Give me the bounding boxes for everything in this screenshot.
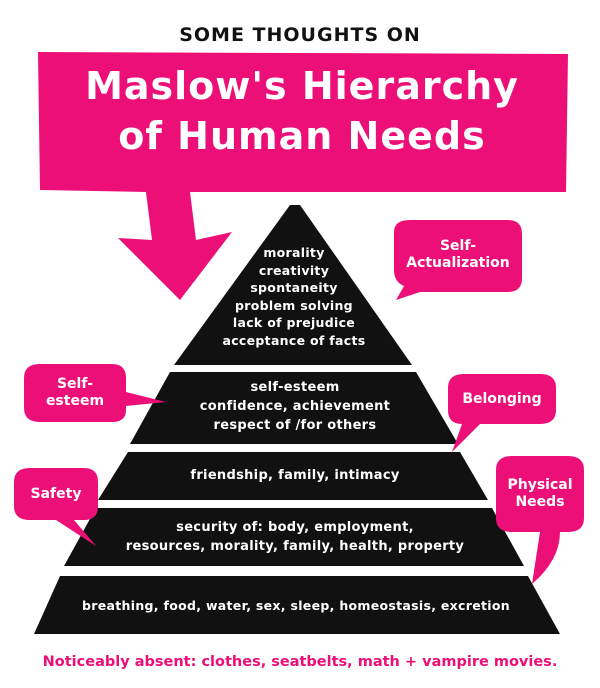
footer-note: Noticeably absent: clothes, seatbelts, m… xyxy=(42,654,558,670)
label-line: Actualization xyxy=(406,255,510,271)
label-line: Self- xyxy=(56,376,94,392)
label-line: Needs xyxy=(515,494,565,510)
tier-item: creativity xyxy=(258,262,330,278)
bubble-self-esteem xyxy=(24,364,166,422)
tier-safety-text: security of: body, employment, resources… xyxy=(80,518,510,556)
label-line: Self- xyxy=(439,238,477,254)
tier-item: respect of /for others xyxy=(213,418,377,433)
label-line: Physical xyxy=(507,477,573,493)
tier-item: lack of prejudice xyxy=(232,315,356,330)
title-line-1: Maslow's Hierarchy xyxy=(85,64,519,108)
bubble-safety xyxy=(14,468,98,546)
bubble-physical xyxy=(496,456,584,584)
tier-item: acceptance of facts xyxy=(222,332,366,348)
tier-item: spontaneity xyxy=(250,280,338,295)
bubble-belonging xyxy=(448,374,556,452)
tier-item: morality xyxy=(263,245,325,260)
title-line-2: of Human Needs xyxy=(118,114,486,158)
label-line: esteem xyxy=(45,393,105,409)
bubble-self-actualization xyxy=(394,220,522,300)
tier-item: self-esteem xyxy=(250,380,340,395)
tier-item: security of: body, employment, xyxy=(176,520,414,535)
tier-esteem xyxy=(130,372,458,444)
label-self-actualization: Self- Actualization xyxy=(396,238,520,272)
label-safety: Safety xyxy=(16,486,96,503)
tier-safety xyxy=(64,508,524,566)
label-line: Safety xyxy=(30,486,82,502)
tier-item: confidence, achievement xyxy=(199,399,391,414)
tier-belonging-text: friendship, family, intimacy xyxy=(110,466,480,485)
tier-belonging xyxy=(98,452,488,500)
title-banner xyxy=(38,52,568,300)
tier-physical-text: breathing, food, water, sex, sleep, home… xyxy=(46,596,546,615)
tier-item: resources, morality, family, health, pro… xyxy=(125,539,465,554)
label-line: Belonging xyxy=(462,391,542,407)
tier-item: breathing, food, water, sex, sleep, home… xyxy=(82,598,510,613)
tier-self-actualization-text: morality creativity spontaneity problem … xyxy=(204,244,384,349)
label-self-esteem: Self- esteem xyxy=(26,376,124,410)
label-physical: Physical Needs xyxy=(498,477,582,511)
tier-esteem-text: self-esteem confidence, achievement resp… xyxy=(150,378,440,435)
tier-self-actualization xyxy=(174,205,412,365)
intro-text: Some thoughts on xyxy=(179,24,421,46)
label-belonging: Belonging xyxy=(450,391,554,408)
tier-item: problem solving xyxy=(235,297,353,313)
tier-item: friendship, family, intimacy xyxy=(190,468,400,483)
tier-physical xyxy=(34,576,560,634)
